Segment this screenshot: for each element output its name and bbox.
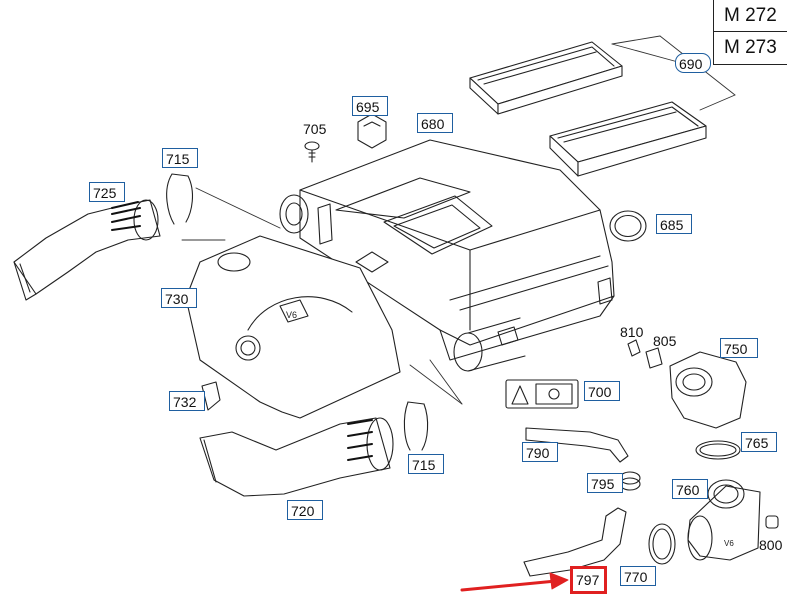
label-695: 695	[352, 96, 388, 116]
clip-695	[357, 113, 387, 149]
label-805: 805	[653, 333, 677, 349]
air-filter-lower	[549, 101, 707, 177]
sensor-805	[645, 347, 663, 369]
label-715-upper: 715	[162, 148, 198, 168]
engine-cover	[185, 235, 401, 419]
screw-705	[304, 141, 320, 163]
label-715-lower: 715	[408, 454, 444, 474]
label-690: 690	[675, 53, 711, 73]
hose-797	[523, 507, 627, 577]
air-filter-housing	[279, 139, 615, 372]
label-770: 770	[620, 566, 656, 586]
clamp-715-upper	[166, 173, 194, 225]
label-795: 795	[587, 473, 623, 493]
ring-770	[648, 523, 676, 565]
housing-760	[687, 479, 761, 561]
label-700: 700	[584, 381, 620, 401]
pointer-arrow	[460, 572, 569, 592]
label-705: 705	[303, 121, 327, 137]
label-750: 750	[720, 338, 758, 358]
intake-duct-lower	[199, 417, 394, 497]
warning-label	[505, 379, 579, 409]
clip-732	[201, 381, 221, 411]
label-797-highlighted: 797	[570, 566, 607, 594]
air-filter-upper	[469, 41, 623, 115]
engine-m272: M 272	[724, 5, 777, 26]
label-730: 730	[161, 288, 197, 308]
label-732: 732	[169, 391, 205, 411]
engine-m273: M 273	[714, 31, 787, 62]
label-790: 790	[522, 442, 558, 462]
label-765: 765	[741, 432, 777, 452]
label-800: 800	[759, 537, 783, 553]
housing-badge: V6	[724, 539, 734, 548]
clamp-715-lower	[403, 401, 429, 451]
sensor-810	[627, 339, 641, 357]
ring-765	[695, 440, 741, 460]
label-810: 810	[620, 324, 644, 340]
part-800	[765, 515, 779, 529]
label-760: 760	[672, 479, 708, 499]
engine-variant-table: M 272 M 273	[713, 0, 787, 65]
mass-air-flow-750	[669, 351, 747, 429]
label-680: 680	[417, 113, 453, 133]
clamp-795	[619, 471, 641, 491]
engine-cover-badge: V6	[286, 310, 297, 320]
intake-duct-upper	[13, 199, 161, 301]
label-725: 725	[89, 182, 125, 202]
seal-ring-685	[609, 210, 647, 242]
label-720: 720	[287, 500, 323, 520]
label-685: 685	[656, 214, 692, 234]
